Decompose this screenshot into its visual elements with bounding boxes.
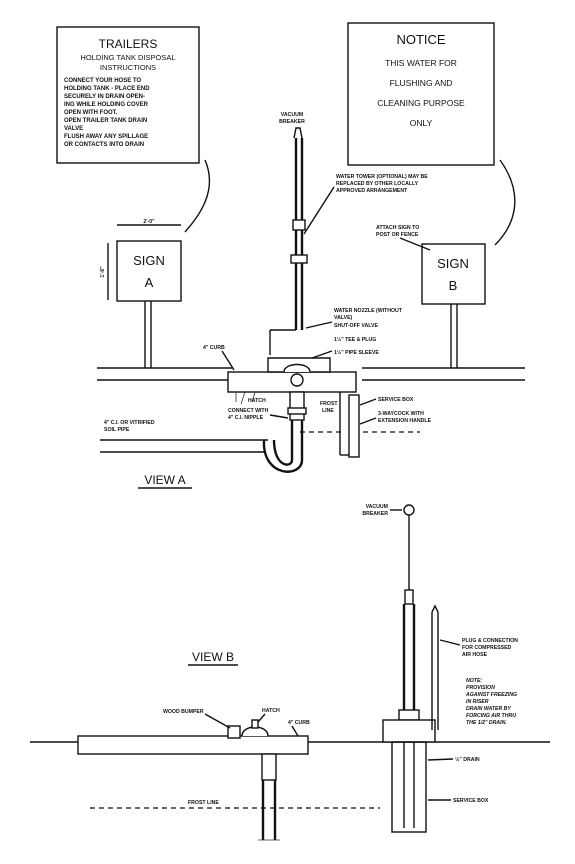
note-line: THE 1/2" DRAIN. [466, 720, 507, 726]
vacuum-breaker-label: VACUUM [281, 112, 303, 118]
drain-label: ½" DRAIN [455, 756, 480, 763]
three-way-cock-label: EXTENSION HANDLE [378, 418, 432, 424]
sign-a: 2'-0" 1'-6" SIGN A [100, 219, 182, 368]
trailers-sign-line: OPEN WITH FOOT. [64, 110, 118, 116]
plug-connection-label: AIR HOSE [462, 652, 488, 658]
notice-sign-line: ONLY [410, 118, 433, 128]
trailers-sign-subtitle-2: INSTRUCTIONS [100, 63, 156, 72]
shutoff-valve-label: SHUT-OFF VALVE [334, 323, 378, 329]
frost-line-label: LINE [322, 408, 334, 414]
note-line: FORCING AIR THRU [466, 713, 516, 719]
water-nozzle-label: WATER NOZZLE (WITHOUT [334, 308, 403, 314]
note-line: AGAINST FREEZING [465, 692, 517, 698]
sign-b-letter: B [449, 278, 458, 293]
view-a-title: VIEW A [144, 473, 185, 487]
plug-connection-label: FOR COMPRESSED [462, 645, 512, 651]
dimension-width: 2'-0" [143, 219, 155, 225]
curb-b-label: 4" CURB [288, 720, 310, 726]
trailers-sign-line: SECURELY IN DRAIN OPEN- [64, 94, 145, 100]
hatch-b-label: HATCH [262, 708, 280, 714]
notice-sign: NOTICE THIS WATER FOR FLUSHING AND CLEAN… [347, 22, 495, 166]
trailers-sign-line: OR CONTACTS INTO DRAIN [64, 142, 144, 148]
note-line: PROVISION [466, 685, 495, 691]
vacuum-breaker-b-label: BREAKER [362, 511, 388, 517]
notice-sign-title: NOTICE [396, 32, 445, 47]
soil-pipe-label: SOIL PIPE [104, 427, 130, 433]
service-box-b-label: SERVICE BOX [453, 798, 489, 804]
trailers-sign-line: ING WHILE HOLDING COVER [64, 102, 149, 108]
notice-sign-line: FLUSHING AND [390, 78, 453, 88]
water-tower-b [382, 504, 439, 833]
note-line: IN RISER [466, 699, 489, 705]
vacuum-breaker-label: BREAKER [279, 119, 305, 125]
soil-pipe-label: 4" C.I. OR VITRIFIED [104, 420, 155, 426]
trailers-sign-line: CONNECT YOUR HOSE TO [64, 78, 141, 84]
ground-surface-a [97, 367, 525, 381]
service-box-a [300, 392, 420, 458]
trailers-instruction-sign: TRAILERS HOLDING TANK DISPOSAL INSTRUCTI… [56, 26, 200, 164]
sign-a-label: SIGN [133, 253, 165, 268]
vacuum-breaker-b-label: VACUUM [366, 504, 388, 510]
water-tower-label: REPLACED BY OTHER LOCALLY [336, 181, 419, 187]
drain-pad-a [100, 357, 357, 473]
three-way-cock-label: 3-WAYCOCK WITH [378, 411, 424, 417]
note-label: NOTE: [466, 678, 482, 684]
attach-sign-label: POST OR FENCE [376, 232, 419, 238]
pipe-sleeve-label: 1½" PIPE SLEEVE [334, 349, 379, 356]
frost-line-label: FROST [320, 401, 338, 407]
view-a-labels: VACUUM BREAKER WATER TOWER (OPTIONAL) MA… [104, 112, 432, 433]
view-b-title: VIEW B [192, 650, 234, 664]
plug-connection-label: PLUG & CONNECTION [462, 638, 518, 644]
sign-a-letter: A [145, 275, 154, 290]
attach-sign-label: ATTACH SIGN TO [376, 225, 419, 231]
water-tower-label: WATER TOWER (OPTIONAL) MAY BE [336, 174, 428, 180]
note-line: DRAIN WATER BY [466, 706, 511, 712]
leader-line [494, 159, 516, 246]
trailers-sign-line: OPEN TRAILER TANK DRAIN [64, 118, 147, 124]
connect-nipple-label: 4" C.I. NIPPLE [228, 415, 264, 421]
sign-b: SIGN B [421, 243, 486, 368]
trailers-sign-line: VALVE [64, 126, 83, 132]
drain-pad-b [77, 719, 309, 841]
notice-sign-line: CLEANING PURPOSE [377, 98, 465, 108]
trailers-sign-line: FLUSH AWAY ANY SPILLAGE [64, 134, 148, 140]
view-b-labels: VACUUM BREAKER PLUG & CONNECTION FOR COM… [163, 504, 518, 806]
notice-sign-line: THIS WATER FOR [385, 58, 457, 68]
tee-plug-label: 1½" TEE & PLUG [334, 336, 376, 343]
water-tower-label: APPROVED ARRANGEMENT [336, 188, 408, 194]
wood-bumper-label: WOOD BUMPER [163, 709, 204, 715]
water-nozzle-label: VALVE) [334, 315, 353, 321]
service-box-label: SERVICE BOX [378, 397, 414, 403]
trailers-sign-title: TRAILERS [99, 37, 158, 51]
hatch-label: HATCH [248, 398, 266, 404]
connect-nipple-label: CONNECT WITH [228, 408, 269, 414]
trailers-sign-subtitle-1: HOLDING TANK DISPOSAL [80, 53, 175, 62]
trailers-sign-line: HOLDING TANK - PLACE END [64, 86, 150, 92]
curb-label: 4" CURB [203, 345, 225, 351]
dimension-height: 1'-6" [100, 266, 106, 278]
sign-b-label: SIGN [437, 256, 469, 271]
frost-line-b-label: FROST LINE [188, 800, 219, 806]
water-tower-a [269, 127, 308, 355]
leader-line [184, 159, 211, 233]
